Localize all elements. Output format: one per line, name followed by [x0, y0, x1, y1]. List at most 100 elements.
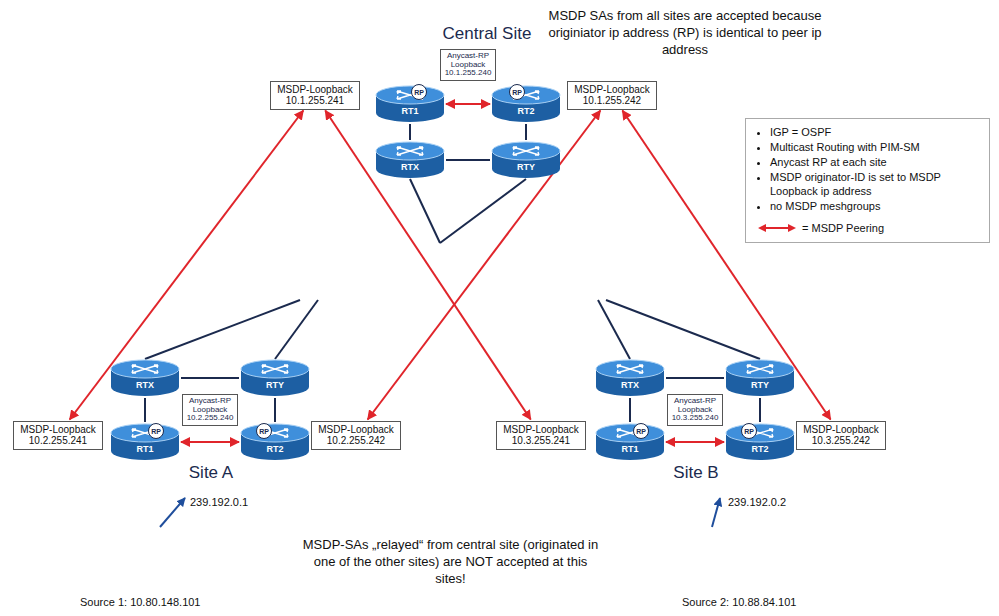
node-text: RP: [744, 428, 754, 435]
router-icon: RT2 RP: [491, 85, 561, 123]
node-text: 10.3.255.240: [670, 414, 720, 423]
router-shape: [595, 359, 665, 397]
msdp-loopback-box: MSDP-Loopback10.3.255.241: [496, 421, 586, 450]
node-text: MSDP-Loopback: [803, 424, 879, 436]
site-cloud: Central SiteAnycast-RP Loopback10.1.255.…: [352, 22, 622, 214]
link-line: [606, 300, 760, 359]
node-text: MSDP-Loopback: [574, 84, 650, 96]
router-link: [446, 159, 490, 161]
msdp-loopback-box: MSDP-Loopback10.2.255.241: [13, 421, 103, 450]
router-icon: RT2 RP: [725, 423, 795, 461]
router-name: RT2: [725, 442, 795, 456]
router-shape: [375, 141, 445, 179]
node-text: 10.2.255.240: [185, 414, 235, 423]
node-text: 10.1.255.242: [574, 95, 650, 107]
rp-badge: RP: [256, 423, 272, 439]
router-link: [274, 398, 276, 422]
router-name: RT2: [491, 104, 561, 118]
link-line: [275, 300, 318, 359]
note-item: MSDP originator-ID is set to MSDP Loopba…: [770, 170, 981, 200]
router-shape: [725, 423, 795, 461]
router-icon: RTY: [240, 359, 310, 397]
annotation-note: MSDP SAs from all sites are accepted bec…: [540, 8, 830, 59]
anycast-rp-box: Anycast-RP Loopback10.1.255.240: [440, 49, 496, 81]
router-icon: RT1 RP: [375, 85, 445, 123]
node-text: Anycast-RP Loopback: [443, 52, 493, 70]
node-text: 10.2.255.241: [20, 435, 96, 447]
node-text: 10.2.255.242: [318, 435, 394, 447]
rp-badge: RP: [148, 423, 164, 439]
address-label: Source 2: 10.88.84.101: [682, 596, 796, 608]
node-text: MSDP-Loopback: [277, 84, 353, 96]
node-text: MSDP-Loopback: [20, 424, 96, 436]
router-icon: RT1RP: [595, 423, 665, 461]
node-text: 10.1.255.240: [443, 69, 493, 78]
node-text: Anycast-RP Loopback: [185, 397, 235, 415]
rp-badge: RP: [509, 84, 525, 100]
firewall-flames-core: [530, 272, 676, 302]
msdp-peering: [181, 441, 239, 443]
node-text: RP: [259, 428, 269, 435]
router-link: [759, 398, 761, 422]
router-icon: RT1 RP: [110, 423, 180, 461]
router-name: RTX: [375, 160, 445, 174]
address-label: Source 1: 10.80.148.101: [80, 596, 200, 608]
pc-icon: [671, 530, 747, 586]
note-item: IGP = OSPF: [770, 125, 981, 140]
firewall-wall: [290, 243, 712, 300]
pc-icon: [106, 530, 182, 586]
address-label: 239.192.0.2: [728, 496, 786, 508]
router-shape: [240, 359, 310, 397]
node-text: MSDP-Loopback: [318, 424, 394, 436]
msdp-peering: [446, 103, 490, 105]
anycast-rp-box: Anycast-RP Loopback10.2.255.240: [182, 394, 238, 426]
note-item: no MSDP meshgroups: [770, 199, 981, 214]
link-line: [145, 300, 300, 359]
node-text: Anycast-RP Loopback: [670, 397, 720, 415]
legend-swatch: [758, 223, 796, 233]
address-label: 239.192.0.1: [190, 496, 248, 508]
firewall-flames: [470, 248, 708, 311]
site-name: Site B: [565, 463, 827, 483]
node-text: 10.1.255.241: [277, 95, 353, 107]
router-icon: RTX: [595, 359, 665, 397]
router-shape: [595, 423, 665, 461]
rp-badge: RP: [741, 423, 757, 439]
msdp-loopback-box: MSDP-Loopback10.2.255.242: [311, 421, 401, 450]
node-text: 10.3.255.242: [803, 435, 879, 447]
router-link: [629, 398, 631, 422]
node-text: MSDP-Loopback: [503, 424, 579, 436]
router-icon: RT2 RP: [240, 423, 310, 461]
router-shape: [491, 85, 561, 123]
annotation-note: MSDP-SAs „relayed“ from central site (or…: [298, 537, 603, 588]
router-link: [666, 377, 724, 379]
site-cloud: Site BRTXRTYAnycast-RP Loopback10.3.255.…: [565, 345, 827, 500]
note-item: Multicast Routing with PIM-SM: [770, 140, 981, 155]
node-text: RP: [414, 89, 424, 96]
msdp-peering: [666, 441, 724, 443]
router-shape: [240, 423, 310, 461]
router-name: RTX: [595, 378, 665, 392]
router-shape: [725, 359, 795, 397]
msdp-loopback-box: MSDP-Loopback10.3.255.242: [796, 421, 886, 450]
site-name: Site A: [80, 463, 342, 483]
rp-badge: RP: [633, 423, 649, 439]
router-shape: [375, 85, 445, 123]
router-icon: RTY: [491, 141, 561, 179]
router-link: [409, 124, 411, 140]
msdp-peering: [368, 111, 601, 420]
router-name: RT1: [110, 442, 180, 456]
router-name: RT2: [240, 442, 310, 456]
msdp-loopback-box: MSDP-Loopback10.1.255.241: [270, 81, 360, 110]
router-name: RTY: [491, 160, 561, 174]
router-link: [181, 377, 239, 379]
router-name: RT1: [375, 104, 445, 118]
msdp-loopback-box: MSDP-Loopback10.1.255.242: [567, 81, 657, 110]
multicast-arrow: [712, 498, 720, 527]
router-link: [144, 398, 146, 422]
node-text: RP: [512, 89, 522, 96]
legend-text: = MSDP Peering: [802, 222, 884, 234]
router-link: [525, 124, 527, 140]
router-name: RTY: [240, 378, 310, 392]
link-line: [410, 179, 440, 243]
